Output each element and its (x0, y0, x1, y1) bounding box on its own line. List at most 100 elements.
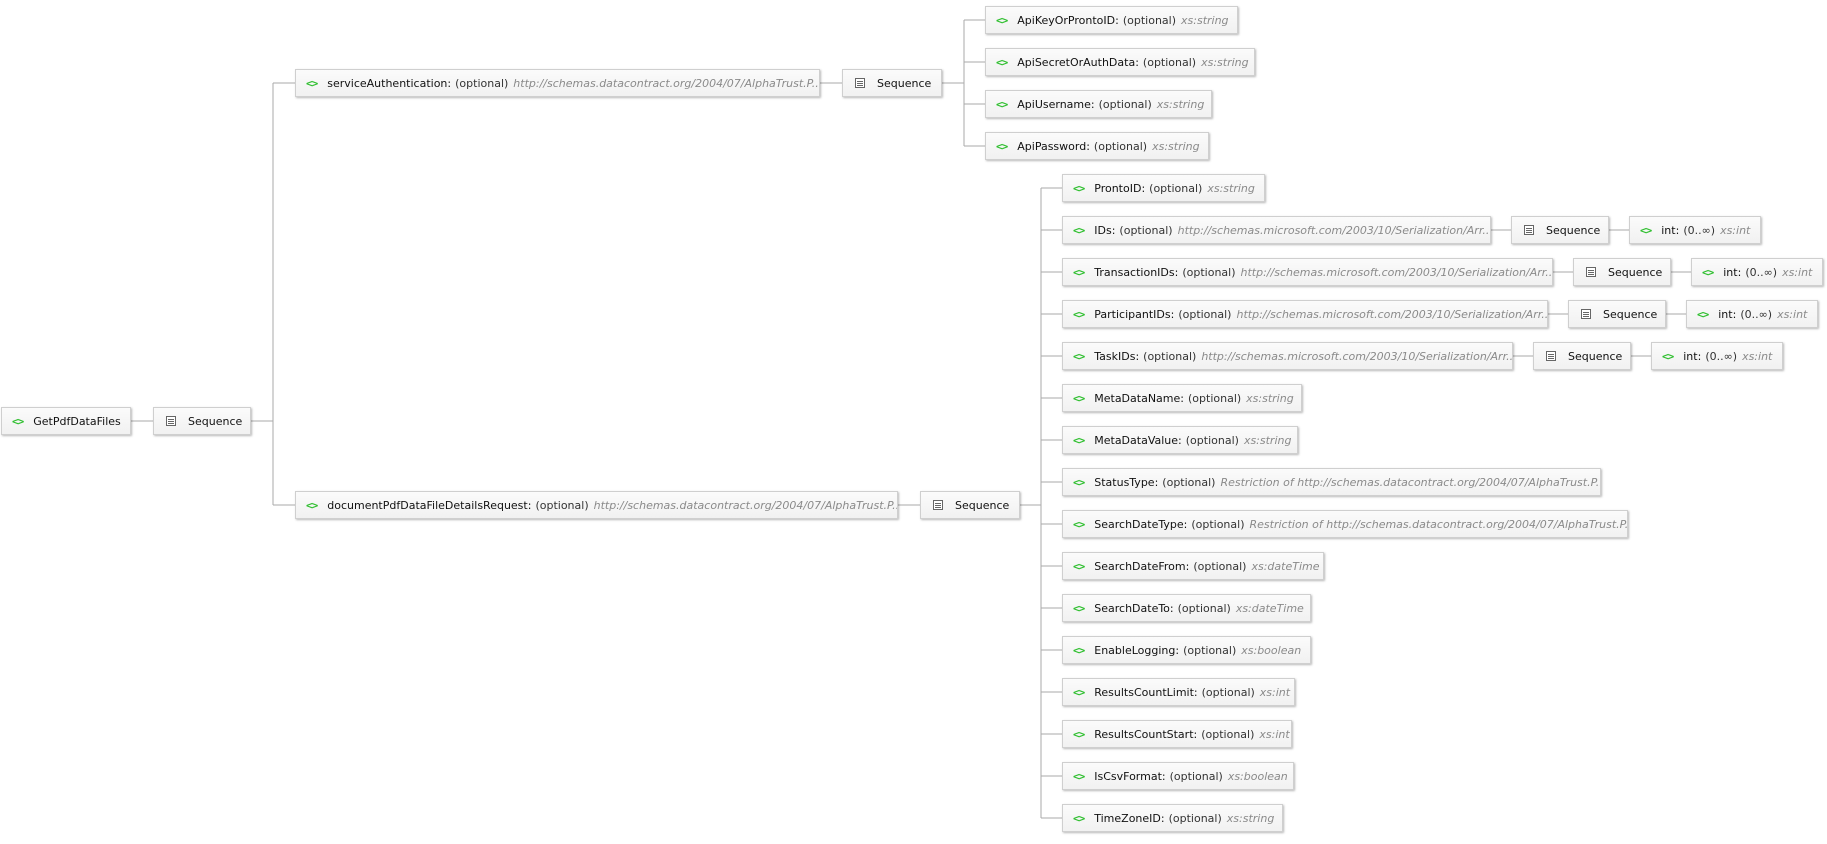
name-separator: : (1135, 55, 1139, 69)
element-TaskIDs[interactable]: <>TaskIDs :(optional)http://schemas.micr… (1062, 342, 1513, 370)
sequence-ParticipantIDs[interactable]: Sequence (1568, 300, 1666, 328)
element-icon: <> (1640, 223, 1652, 237)
element-EnableLogging[interactable]: <>EnableLogging :(optional)xs:boolean (1062, 636, 1311, 664)
element-TransactionIDs-int[interactable]: <>int :(0..∞)xs:int (1691, 258, 1823, 286)
name-separator: : (1161, 769, 1166, 783)
multiplicity: (0..∞) (1683, 223, 1716, 237)
element-SearchDateFrom[interactable]: <>SearchDateFrom :(optional)xs:dateTime (1062, 552, 1324, 580)
element-type: http://schemas.datacontract.org/2004/07/… (513, 76, 820, 90)
sequence-TaskIDs[interactable]: Sequence (1533, 342, 1631, 370)
optional-flag: (optional) (1183, 643, 1237, 657)
element-icon: <> (1073, 265, 1085, 279)
element-ApiKeyOrProntoID[interactable]: <>ApiKeyOrProntoID :(optional)xs:string (985, 6, 1238, 34)
sequence-IDs[interactable]: Sequence (1511, 216, 1609, 244)
element-name: documentPdfDataFileDetailsRequest (327, 498, 528, 512)
element-name: StatusType (1094, 475, 1155, 489)
element-type: http://schemas.microsoft.com/2003/10/Ser… (1236, 307, 1548, 321)
element-icon: <> (1073, 223, 1085, 237)
element-type: xs:int (1782, 265, 1813, 279)
element-ParticipantIDs[interactable]: <>ParticipantIDs :(optional)http://schem… (1062, 300, 1548, 328)
element-name: TransactionIDs (1094, 265, 1175, 279)
element-IsCsvFormat[interactable]: <>IsCsvFormat :(optional)xs:boolean (1062, 762, 1294, 790)
root-sequence[interactable]: Sequence (153, 407, 251, 435)
element-type: xs:boolean (1227, 769, 1288, 783)
element-name: TaskIDs (1094, 349, 1136, 363)
element-icon: <> (306, 498, 318, 512)
element-MetaDataName[interactable]: <>MetaDataName :(optional)xs:string (1062, 384, 1302, 412)
element-SearchDateType[interactable]: <>SearchDateType :(optional)Restriction … (1062, 510, 1628, 538)
optional-flag: (optional) (1201, 685, 1255, 699)
optional-flag: (optional) (1191, 517, 1245, 531)
element-ApiSecretOrAuthData[interactable]: <>ApiSecretOrAuthData :(optional)xs:stri… (985, 48, 1255, 76)
root-element[interactable]: <> GetPdfDataFiles (1, 407, 131, 435)
sequence-label: Sequence (1608, 265, 1663, 279)
element-icon: <> (1073, 181, 1085, 195)
element-IDs-int[interactable]: <>int :(0..∞)xs:int (1629, 216, 1761, 244)
element-type: xs:dateTime (1251, 559, 1320, 573)
element-name: ApiUsername (1017, 97, 1091, 111)
element-icon: <> (1073, 433, 1085, 447)
sequence-label: Sequence (188, 414, 243, 428)
optional-flag: (optional) (1169, 769, 1223, 783)
element-ParticipantIDs-int[interactable]: <>int :(0..∞)xs:int (1686, 300, 1818, 328)
element-TransactionIDs[interactable]: <>TransactionIDs :(optional)http://schem… (1062, 258, 1553, 286)
element-name: ResultsCountStart (1094, 727, 1194, 741)
sequence-label: Sequence (955, 498, 1010, 512)
sequence-icon (1524, 225, 1534, 235)
name-separator: : (1170, 307, 1175, 321)
optional-flag: (optional) (1162, 475, 1216, 489)
element-ResultsCountStart[interactable]: <>ResultsCountStart :(optional)xs:int (1062, 720, 1292, 748)
element-icon: <> (12, 414, 24, 428)
element-MetaDataValue[interactable]: <>MetaDataValue :(optional)xs:string (1062, 426, 1298, 454)
element-ResultsCountLimit[interactable]: <>ResultsCountLimit :(optional)xs:int (1062, 678, 1295, 706)
optional-flag: (optional) (1098, 97, 1152, 111)
element-icon: <> (996, 139, 1008, 153)
name-separator: : (527, 498, 532, 512)
element-IDs[interactable]: <>IDs :(optional)http://schemas.microsof… (1062, 216, 1491, 244)
optional-flag: (optional) (1142, 55, 1197, 69)
element-type: xs:string (1226, 811, 1275, 825)
element-type: xs:int (1259, 685, 1291, 699)
element-icon: <> (1073, 685, 1085, 699)
element-type: xs:string (1152, 139, 1200, 153)
element-name: EnableLogging (1094, 643, 1176, 657)
element-type: Restriction of http://schemas.datacontra… (1220, 475, 1601, 489)
element-icon: <> (1073, 811, 1085, 825)
name-separator: : (1174, 265, 1179, 279)
element-TaskIDs-int[interactable]: <>int :(0..∞)xs:int (1651, 342, 1783, 370)
sequence-serviceAuthentication[interactable]: Sequence (842, 69, 942, 97)
element-name: IDs (1094, 223, 1112, 237)
element-type: xs:string (1156, 97, 1205, 111)
element-type: Restriction of http://schemas.datacontra… (1249, 517, 1628, 531)
optional-flag: (optional) (1182, 265, 1236, 279)
element-icon: <> (1073, 643, 1085, 657)
element-name: ApiPassword (1017, 139, 1087, 153)
sequence-icon (1586, 267, 1596, 277)
optional-flag: (optional) (1122, 13, 1177, 27)
element-serviceAuthentication[interactable]: <>serviceAuthentication :(optional)http:… (295, 69, 820, 97)
name-separator: : (1169, 601, 1174, 615)
sequence-label: Sequence (1546, 223, 1601, 237)
element-ApiPassword[interactable]: <>ApiPassword :(optional)xs:string (985, 132, 1209, 160)
element-TimeZoneID[interactable]: <>TimeZoneID :(optional)xs:string (1062, 804, 1283, 832)
element-icon: <> (996, 13, 1008, 27)
element-name: SearchDateFrom (1094, 559, 1186, 573)
element-StatusType[interactable]: <>StatusType :(optional)Restriction of h… (1062, 468, 1601, 496)
element-icon: <> (1073, 307, 1085, 321)
element-ProntoID[interactable]: <>ProntoID :(optional)xs:string (1062, 174, 1265, 202)
element-ApiUsername[interactable]: <>ApiUsername :(optional)xs:string (985, 90, 1212, 118)
element-type: xs:string (1243, 433, 1292, 447)
name-separator: : (1178, 433, 1182, 447)
multiplicity: (0..∞) (1705, 349, 1738, 363)
element-icon: <> (1073, 349, 1085, 363)
element-documentPdfDataFileDetailsRequest[interactable]: <>documentPdfDataFileDetailsRequest :(op… (295, 491, 898, 519)
optional-flag: (optional) (1149, 181, 1203, 195)
sequence-documentPdfDataFileDetailsRequest[interactable]: Sequence (920, 491, 1020, 519)
element-SearchDateTo[interactable]: <>SearchDateTo :(optional)xs:dateTime (1062, 594, 1311, 622)
name-separator: : (1135, 349, 1140, 363)
element-name: ParticipantIDs (1094, 307, 1171, 321)
sequence-TransactionIDs[interactable]: Sequence (1573, 258, 1671, 286)
element-type: xs:int (1777, 307, 1808, 321)
name-separator: : (1697, 349, 1702, 363)
element-name: GetPdfDataFiles (33, 414, 121, 428)
